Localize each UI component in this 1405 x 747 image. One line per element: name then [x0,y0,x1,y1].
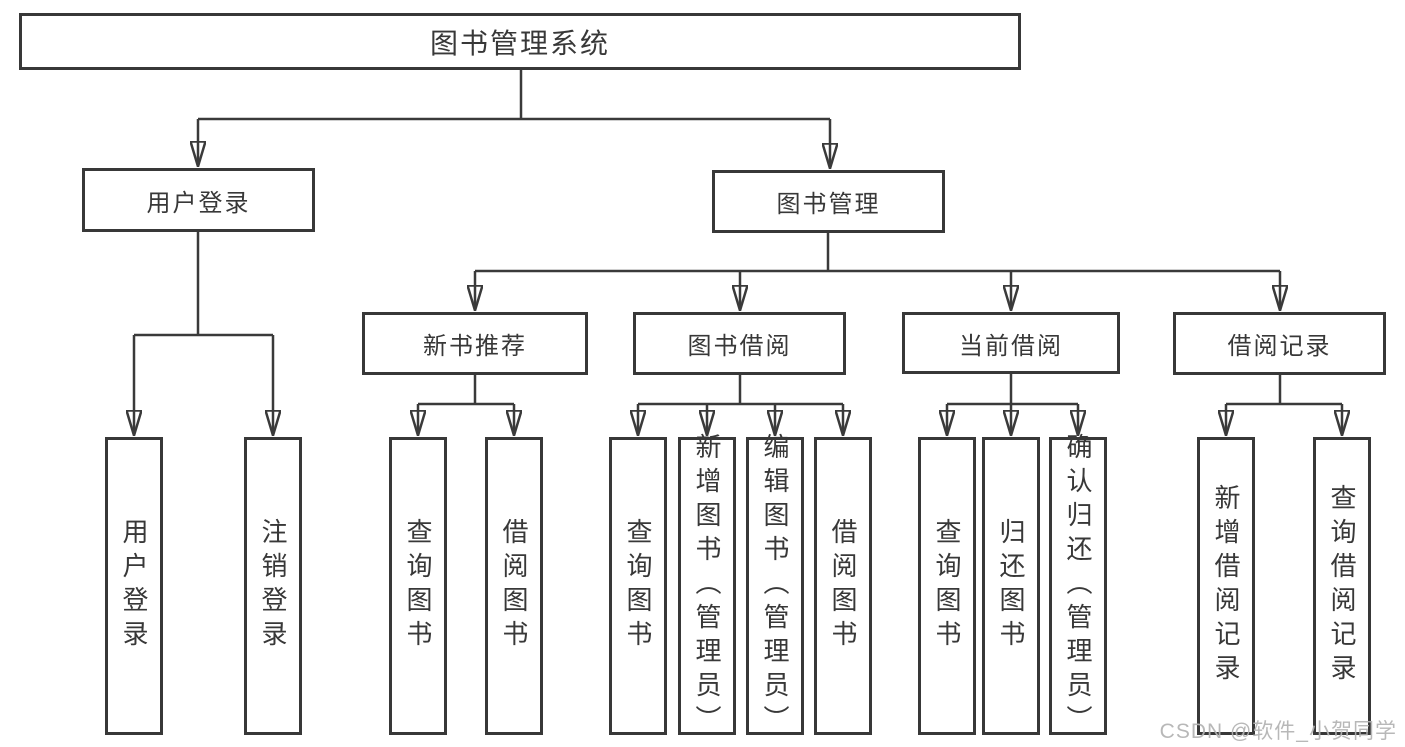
node-borrowing-records: 借阅记录 [1173,312,1386,375]
node-book-borrowing: 图书借阅 [633,312,846,375]
leaf-label: 编辑图书（管理员） [760,433,790,739]
leaf-query-books-recommend: 查询图书 [389,437,447,735]
watermark: CSDN @软件_小贺同学 [1159,720,1397,743]
leaf-label: 归还图书 [996,518,1026,654]
node-book-management: 图书管理 [712,170,945,233]
leaf-borrow-books: 借阅图书 [814,437,872,735]
leaf-confirm-return-admin: 确认归还（管理员） [1049,433,1107,739]
leaf-label: 借阅图书 [499,518,529,654]
leaf-label: 用户登录 [119,518,149,654]
leaf-add-book-admin: 新增图书（管理员） [678,433,736,739]
leaf-return-book: 归还图书 [982,437,1040,735]
leaf-edit-book-admin: 编辑图书（管理员） [746,433,804,739]
leaf-query-books-current: 查询图书 [918,437,976,735]
leaf-add-borrow-record: 新增借阅记录 [1197,437,1255,735]
leaf-user-login: 用户登录 [105,437,163,735]
leaf-label: 注销登录 [258,518,288,654]
leaf-label: 查询借阅记录 [1327,484,1357,688]
leaf-borrow-books-recommend: 借阅图书 [485,437,543,735]
leaf-label: 查询图书 [932,518,962,654]
node-current-borrowing: 当前借阅 [902,312,1120,374]
leaf-query-borrow-record: 查询借阅记录 [1313,437,1371,735]
leaf-label: 查询图书 [403,518,433,654]
leaf-label: 查询图书 [623,518,653,654]
node-library-management-system: 图书管理系统 [19,13,1021,70]
node-new-book-recommendation: 新书推荐 [362,312,588,375]
leaf-label: 借阅图书 [828,518,858,654]
leaf-label: 新增图书（管理员） [692,433,722,739]
leaf-label: 新增借阅记录 [1211,484,1241,688]
leaf-logout: 注销登录 [244,437,302,735]
node-user-login: 用户登录 [82,168,315,232]
leaf-label: 确认归还（管理员） [1063,433,1093,739]
leaf-query-books-borrow: 查询图书 [609,437,667,735]
